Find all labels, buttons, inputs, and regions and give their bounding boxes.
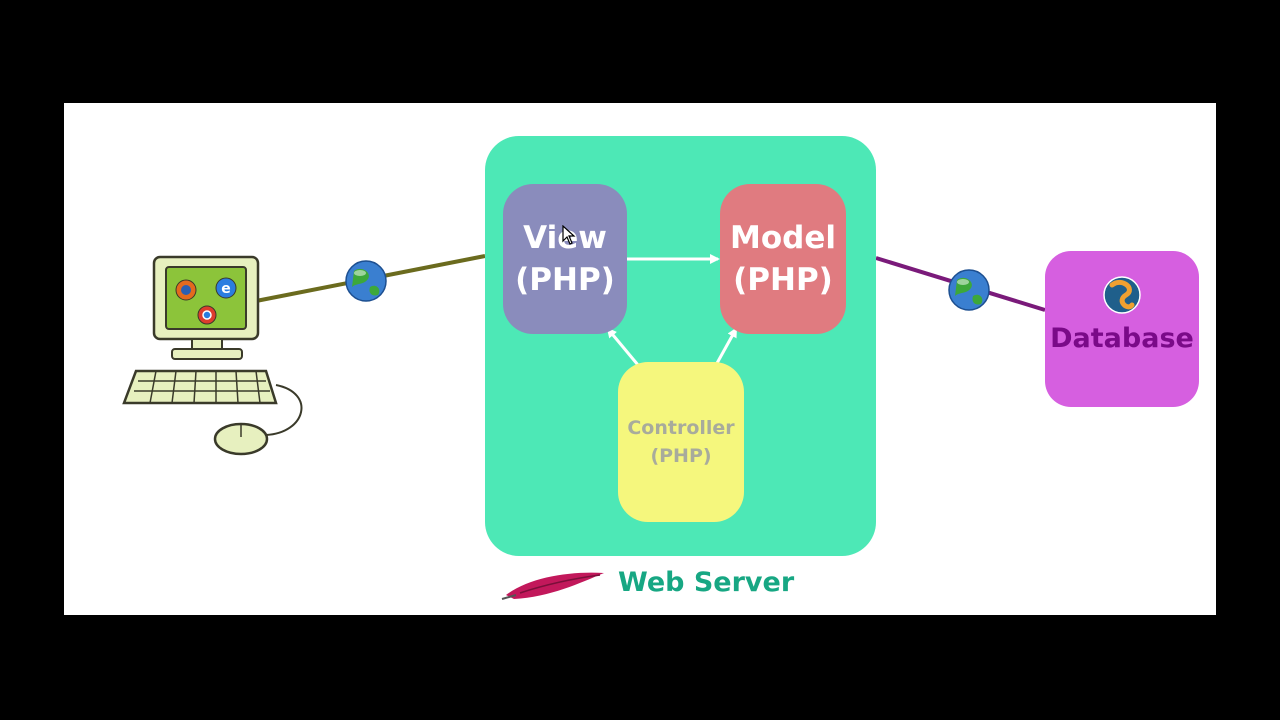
database-node: Database: [1045, 251, 1199, 407]
model-node: Model (PHP): [720, 184, 846, 334]
controller-subtitle: (PHP): [650, 445, 712, 467]
model-title: Model: [730, 220, 836, 256]
apache-feather-icon: [501, 572, 604, 600]
svg-text:e: e: [221, 281, 231, 297]
diagram-canvas: e: [64, 103, 1216, 615]
controller-to-view-arrow: [606, 327, 640, 366]
mouse-cursor-icon: [562, 225, 576, 245]
database-label: Database: [1050, 323, 1194, 354]
connections-layer: e: [122, 254, 1046, 456]
database-logo-icon: [1103, 276, 1141, 314]
globe-icon: [948, 269, 990, 311]
view-node: View (PHP): [503, 184, 627, 334]
model-subtitle: (PHP): [733, 262, 833, 298]
view-subtitle: (PHP): [515, 262, 615, 298]
browser-icons: e: [175, 277, 237, 325]
computer-icon: e: [122, 255, 303, 456]
controller-to-model-arrow: [714, 327, 738, 366]
globe-icon: [345, 260, 387, 302]
controller-node: Controller (PHP): [618, 362, 744, 522]
web-server-label: Web Server: [618, 567, 795, 598]
mouse-icon: [213, 422, 269, 456]
controller-title: Controller: [627, 417, 735, 439]
mvc-arrows-layer: [606, 254, 738, 366]
